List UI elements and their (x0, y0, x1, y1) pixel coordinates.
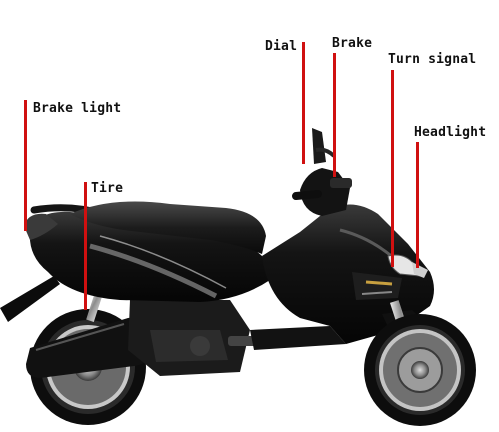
leader-line-brake-light (24, 100, 27, 231)
leader-line-turn-signal (391, 70, 394, 267)
label-tire: Tire (91, 181, 123, 196)
leader-line-tire (84, 182, 87, 310)
leader-line-headlight (416, 142, 419, 268)
floorboard (250, 326, 346, 350)
label-brake: Brake (332, 36, 372, 51)
label-brake-light: Brake light (33, 101, 121, 116)
front-wheel (364, 314, 476, 426)
leader-line-dial (302, 42, 305, 164)
mirror-stem (312, 128, 326, 164)
rear-fender (0, 276, 60, 322)
label-dial: Dial (265, 39, 297, 54)
leader-line-brake (333, 53, 336, 177)
label-turn-signal: Turn signal (388, 52, 476, 67)
label-headlight: Headlight (414, 125, 486, 140)
